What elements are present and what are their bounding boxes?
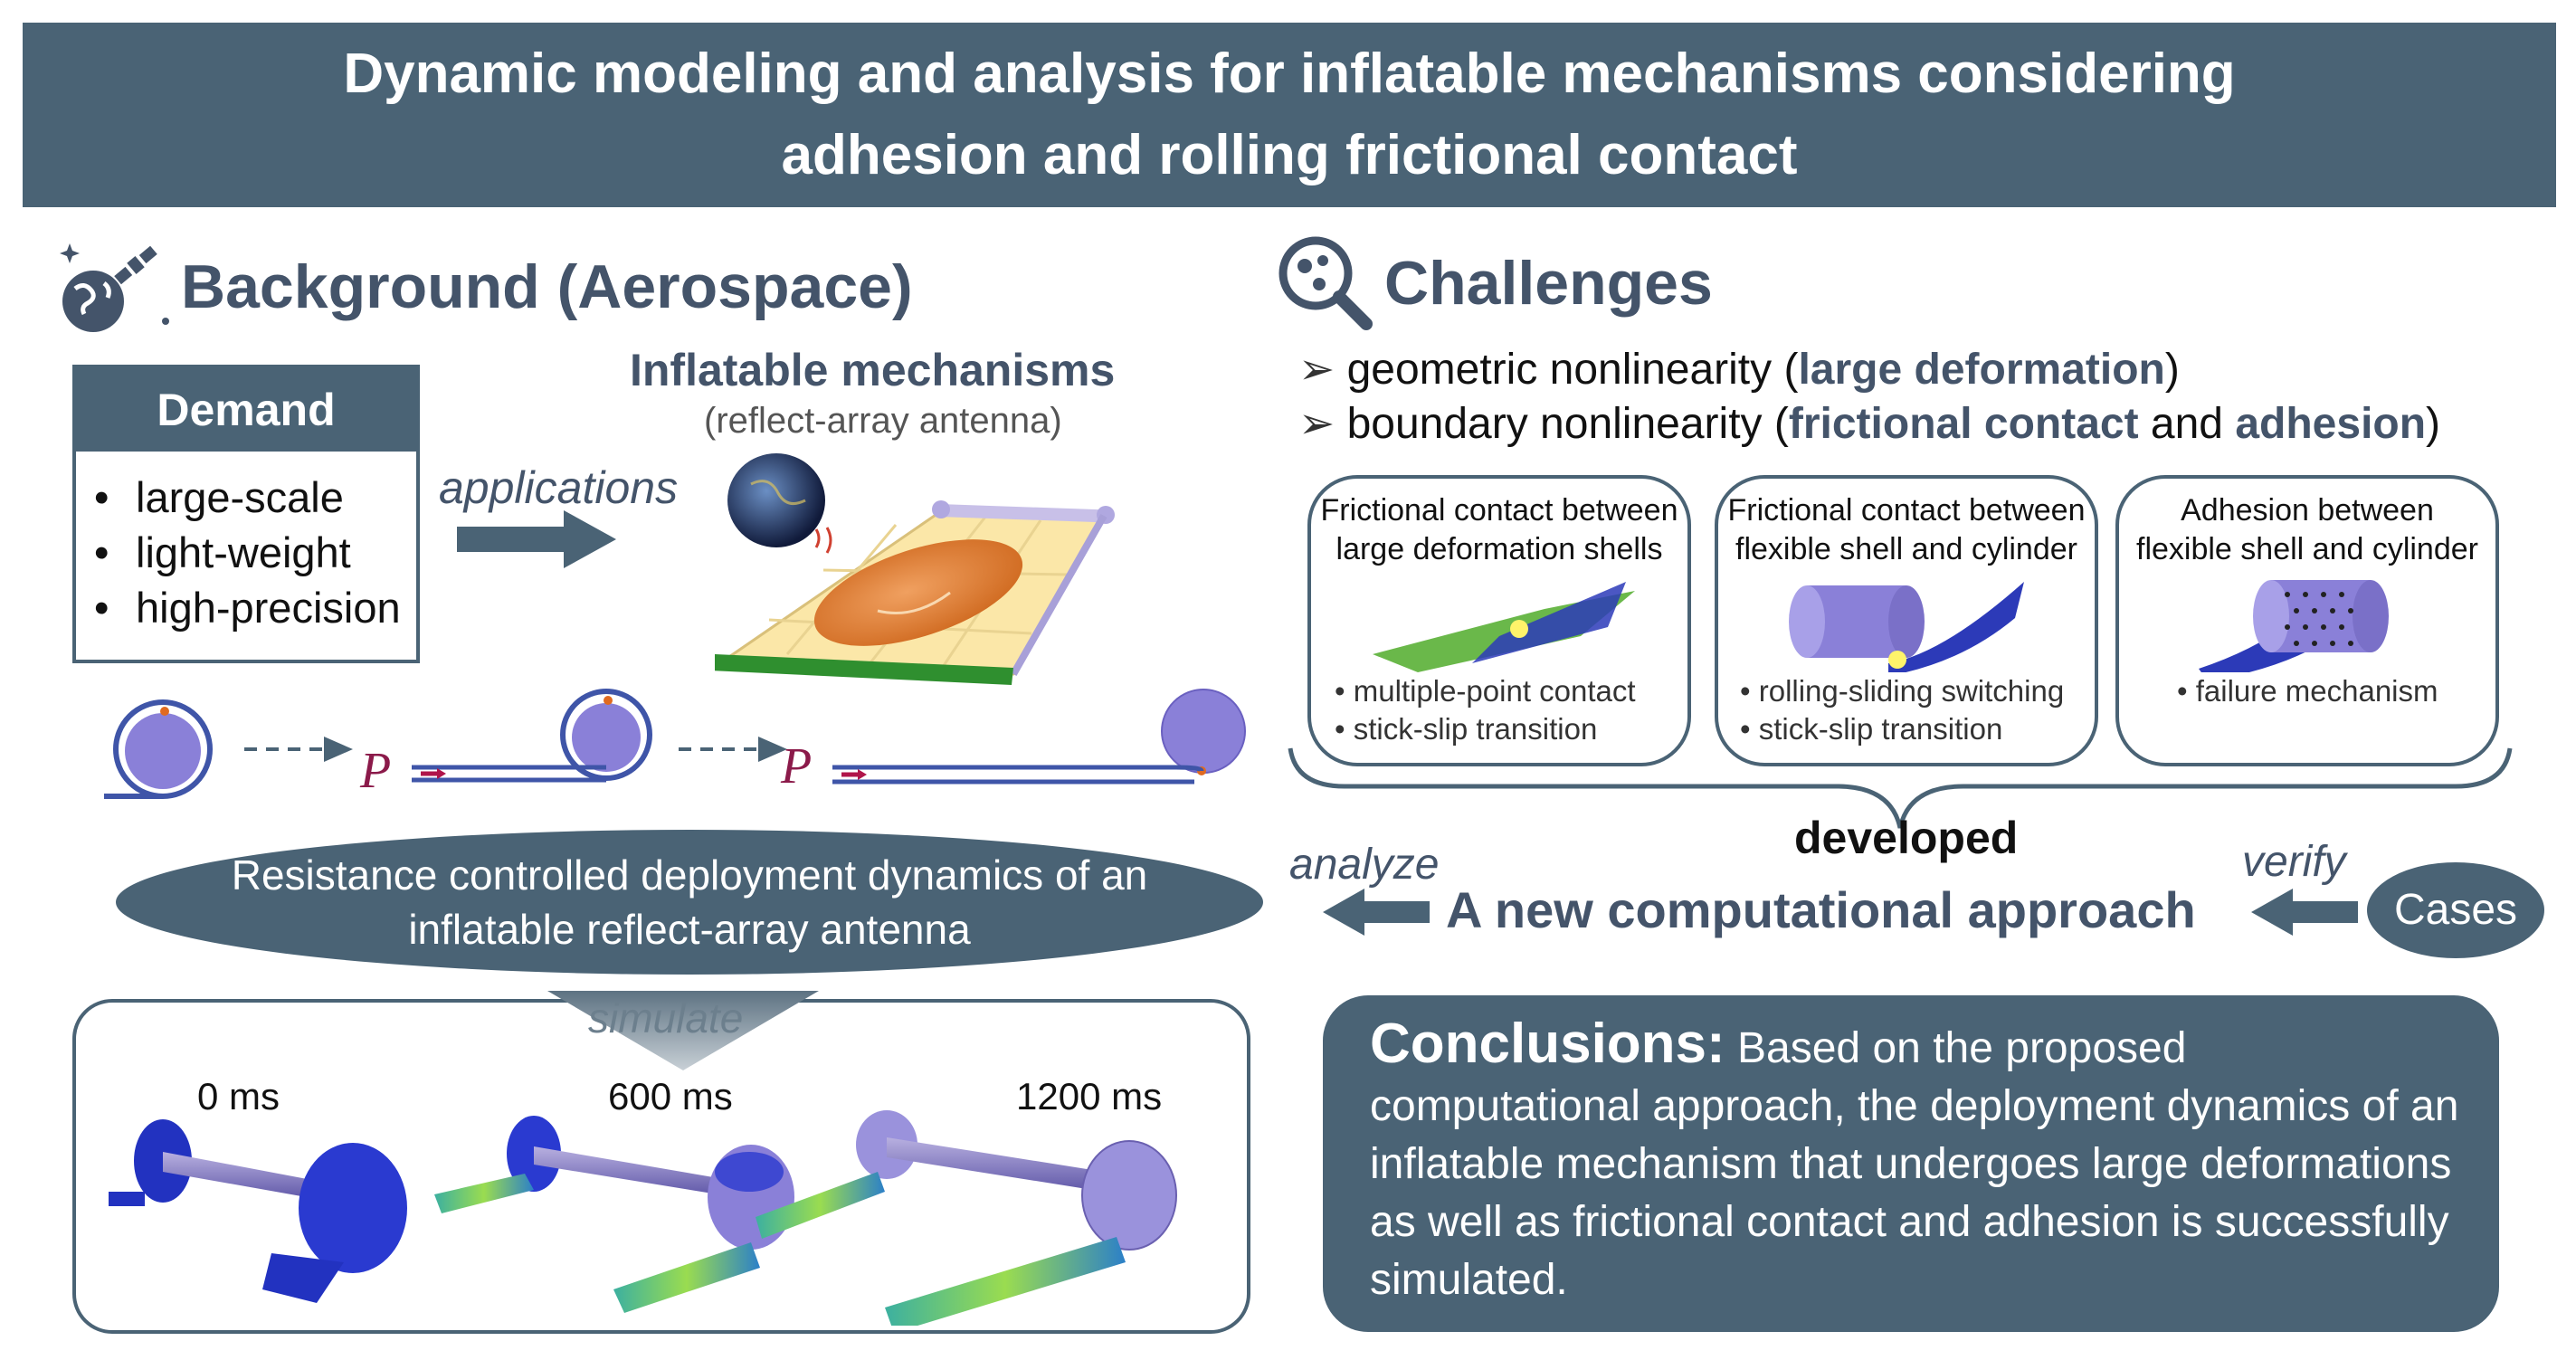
- conclusions-text: Based on the proposed computational appr…: [1370, 1024, 2459, 1304]
- title-banner: Dynamic modeling and analysis for inflat…: [23, 23, 2556, 207]
- globe-satellite-icon: [60, 243, 169, 332]
- adhesion-illustration: [2199, 580, 2389, 672]
- card-frictional-shells: Frictional contact between large deforma…: [1307, 475, 1691, 766]
- simulate-label: simulate: [588, 994, 744, 1041]
- reflect-array-antenna-illustration: [715, 453, 1115, 685]
- card-frictional-cylinder: Frictional contact between flexible shel…: [1715, 475, 2098, 766]
- sim-time-label: 1200 ms: [1016, 1075, 1163, 1117]
- card-title: Frictional contact between flexible shel…: [1727, 493, 2086, 566]
- background-heading: Background (Aerospace): [181, 252, 913, 321]
- analyze-label: analyze: [1289, 841, 1440, 889]
- card-bullet: • stick-slip transition: [1335, 712, 1598, 746]
- simulation-snapshots: [109, 1110, 1177, 1326]
- demand-item: large-scale: [94, 470, 416, 525]
- conclusions-box: Conclusions: Based on the proposed compu…: [1323, 995, 2499, 1332]
- demand-item: light-weight: [94, 525, 416, 580]
- left-arrow-icon: [1323, 889, 1430, 936]
- deployment-dynamics-oval: Resistance controlled deployment dynamic…: [116, 830, 1263, 975]
- title-line-2: adhesion and rolling frictional contact: [781, 124, 1798, 186]
- challenge-item-geometric: ➢ geometric nonlinearity (large deformat…: [1298, 346, 2180, 394]
- new-approach-label: A new computational approach: [1446, 881, 2196, 938]
- card-bullet: • rolling-sliding switching: [1740, 674, 2065, 708]
- sim-time-label: 0 ms: [197, 1075, 280, 1117]
- oval-line-1: Resistance controlled deployment dynamic…: [231, 851, 1148, 899]
- left-arrow-icon: [2251, 889, 2358, 936]
- demand-list: large-scale light-weight high-precision: [76, 470, 416, 635]
- cases-badge: Cases: [2367, 862, 2544, 958]
- inflatable-subtitle: (reflect-array antenna): [704, 401, 1062, 441]
- card-adhesion: Adhesion between flexible shell and cyli…: [2115, 475, 2499, 766]
- demand-item: high-precision: [94, 580, 416, 635]
- verify-label: verify: [2242, 838, 2346, 886]
- card-title: Adhesion between flexible shell and cyli…: [2136, 493, 2478, 566]
- curly-brace: [1288, 747, 2513, 829]
- pressure-label: P: [781, 738, 813, 794]
- card-bullet: • stick-slip transition: [1740, 712, 2003, 746]
- pressure-label: P: [360, 743, 392, 799]
- magnifier-icon: [1278, 236, 1373, 330]
- challenge-item-boundary: ➢ boundary nonlinearity (frictional cont…: [1298, 400, 2441, 448]
- inflatable-title: Inflatable mechanisms: [630, 345, 1116, 395]
- developed-label: developed: [1794, 813, 2019, 863]
- demand-header: Demand: [76, 368, 416, 452]
- card-title: Frictional contact between large deforma…: [1320, 493, 1678, 566]
- down-arrow-icon: [547, 991, 819, 1070]
- right-arrow-icon: [457, 510, 616, 568]
- cylinder-contact-illustration: [1789, 582, 2024, 672]
- title-line-1: Dynamic modeling and analysis for inflat…: [343, 43, 2236, 105]
- deployment-sequence-diagram: [104, 689, 1246, 799]
- demand-box: Demand large-scale light-weight high-pre…: [72, 365, 420, 663]
- shell-contact-illustration: [1373, 582, 1635, 672]
- sim-time-label: 600 ms: [608, 1075, 733, 1117]
- card-bullet: • multiple-point contact: [1335, 674, 1636, 708]
- card-bullet: • failure mechanism: [2177, 674, 2438, 708]
- challenges-heading: Challenges: [1384, 249, 1713, 318]
- applications-label: applications: [439, 462, 679, 513]
- oval-line-2: inflatable reflect-array antenna: [408, 906, 971, 953]
- conclusions-label: Conclusions:: [1370, 1013, 1725, 1075]
